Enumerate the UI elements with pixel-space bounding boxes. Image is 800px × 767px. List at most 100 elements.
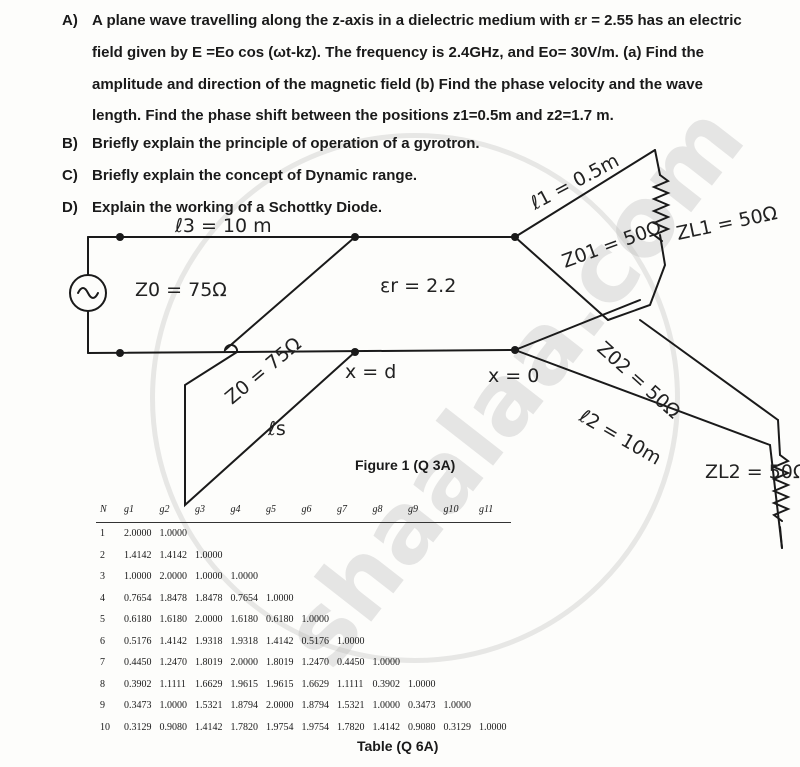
label-l2: ℓ2 = 10m bbox=[575, 405, 665, 470]
table-cell bbox=[440, 545, 476, 567]
table-cell: 0.9080 bbox=[408, 721, 436, 733]
table-cell bbox=[475, 523, 511, 545]
table-cell bbox=[298, 566, 334, 588]
question-d-label: D) bbox=[62, 199, 78, 216]
table-header: g10 bbox=[439, 498, 475, 523]
table-cell bbox=[440, 609, 476, 631]
table-cell: 1.4142 bbox=[372, 721, 401, 733]
table-cell: 1.0000 bbox=[159, 700, 188, 712]
table-cell: 1.4142 bbox=[124, 549, 152, 561]
table-cell: 1.0000 bbox=[195, 549, 223, 561]
table-cell bbox=[369, 631, 405, 653]
table-cell: 1.0000 bbox=[443, 700, 472, 712]
table-cell: 0.3473 bbox=[124, 700, 152, 712]
question-c-text: Briefly explain the concept of Dynamic r… bbox=[92, 167, 418, 184]
table-cell bbox=[404, 609, 440, 631]
table-cell: 0.3902 bbox=[372, 678, 401, 690]
table-cell: 1.6629 bbox=[195, 678, 223, 690]
question-a-line-2: field given by E =Eo cos (ωt-kz). The fr… bbox=[92, 44, 704, 61]
load-2-resistor bbox=[771, 454, 791, 522]
label-l3: ℓ3 = 10 m bbox=[174, 215, 272, 237]
label-z0-main: Z0 = 75Ω bbox=[135, 279, 227, 301]
table-cell: 1.7820 bbox=[337, 721, 365, 733]
question-d-text: Explain the working of a Schottky Diode. bbox=[92, 199, 383, 216]
table-cell: 1.0000 bbox=[372, 657, 401, 669]
table-cell: 1.0000 bbox=[124, 571, 152, 583]
table-cell: 2.0000 bbox=[124, 528, 152, 540]
table-cell: 0.9080 bbox=[159, 721, 188, 733]
branch-1-bottom bbox=[514, 236, 609, 321]
table-cell bbox=[404, 652, 440, 674]
table-cell bbox=[475, 674, 511, 696]
table-cell: 0.3902 bbox=[124, 678, 152, 690]
table-cell: 1.1111 bbox=[159, 678, 186, 690]
table-cell bbox=[440, 674, 476, 696]
table-cell: 1.6629 bbox=[301, 678, 330, 690]
table-cell: 0.3129 bbox=[443, 721, 472, 733]
table-row-index: 3 bbox=[100, 571, 105, 583]
question-a-line-1: A plane wave travelling along the z-axis… bbox=[92, 12, 742, 29]
table-cell: 2.0000 bbox=[195, 614, 223, 626]
table-cell bbox=[369, 545, 405, 567]
load-1-resistor bbox=[651, 174, 671, 242]
table-cell bbox=[475, 566, 511, 588]
table-cell: 1.0000 bbox=[408, 678, 436, 690]
table-row-index: 7 bbox=[100, 657, 105, 669]
table-cell: 0.5176 bbox=[301, 635, 330, 647]
label-ls: ℓs bbox=[267, 418, 286, 440]
question-a-label: A) bbox=[62, 12, 78, 29]
table-cell bbox=[475, 609, 511, 631]
table-cell: 1.1111 bbox=[337, 678, 364, 690]
table-header: g7 bbox=[333, 498, 369, 523]
table-cell bbox=[440, 566, 476, 588]
table-cell: 1.9318 bbox=[195, 635, 223, 647]
table-row-index: 4 bbox=[100, 592, 105, 604]
table-cell: 0.7654 bbox=[230, 592, 259, 604]
table-cell: 1.0000 bbox=[372, 700, 401, 712]
table-cell bbox=[404, 588, 440, 610]
table-header: g4 bbox=[226, 498, 262, 523]
table-cell: 1.0000 bbox=[159, 528, 188, 540]
label-er: εr = 2.2 bbox=[380, 275, 456, 297]
table-cell bbox=[475, 695, 511, 717]
figure-caption: Figure 1 (Q 3A) bbox=[355, 457, 456, 473]
table-cell: 0.4450 bbox=[124, 657, 152, 669]
table-cell bbox=[475, 588, 511, 610]
table-cell bbox=[440, 631, 476, 653]
table-cell bbox=[440, 652, 476, 674]
table-cell bbox=[404, 523, 440, 545]
table-row-index: 10 bbox=[100, 721, 110, 733]
ac-source-icon bbox=[69, 274, 107, 312]
table-cell: 1.0000 bbox=[479, 721, 507, 733]
table-cell bbox=[191, 523, 227, 545]
label-z01: Z01 = 50Ω bbox=[559, 216, 664, 272]
table-row-index: 6 bbox=[100, 635, 105, 647]
table-caption: Table (Q 6A) bbox=[357, 738, 439, 754]
table-header-row: N g1 g2 g3 g4 g5 g6 g7 g8 g9 g10 g11 bbox=[96, 498, 511, 523]
table-cell bbox=[227, 523, 263, 545]
table-cell bbox=[298, 523, 334, 545]
table-cell bbox=[369, 609, 405, 631]
table-cell: 0.7654 bbox=[124, 592, 152, 604]
table-header: g3 bbox=[191, 498, 227, 523]
table-cell: 1.8478 bbox=[159, 592, 188, 604]
table-cell bbox=[404, 545, 440, 567]
table-cell bbox=[333, 588, 369, 610]
table-cell: 1.8794 bbox=[301, 700, 330, 712]
line-bottom-wire bbox=[87, 349, 516, 354]
table-cell: 1.0000 bbox=[230, 571, 259, 583]
table-cell bbox=[440, 588, 476, 610]
table-cell: 0.6180 bbox=[124, 614, 152, 626]
label-x-0: x = 0 bbox=[488, 365, 539, 387]
question-b-text: Briefly explain the principle of operati… bbox=[92, 135, 480, 152]
branch-2-line bbox=[639, 319, 779, 421]
table-cell: 0.6180 bbox=[266, 614, 294, 626]
